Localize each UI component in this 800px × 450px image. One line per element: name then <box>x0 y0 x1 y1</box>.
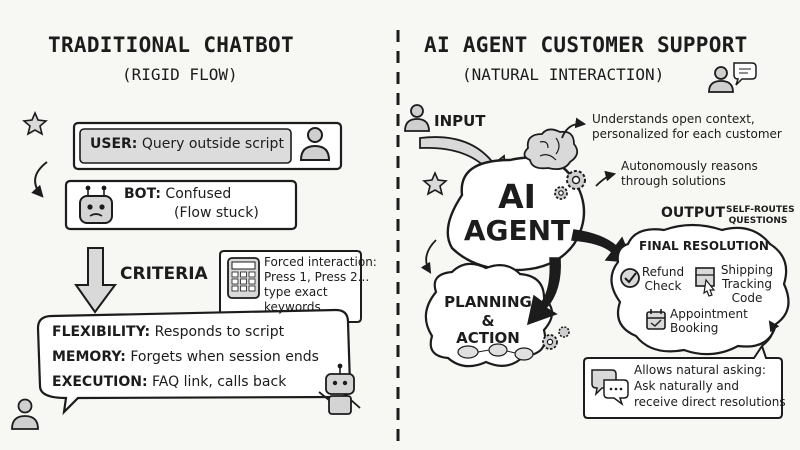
appointment-line-1: Appointment <box>670 307 748 321</box>
forced-line-2: Press 1, Press 2... <box>264 270 370 284</box>
planning-label: PLANNING <box>444 293 532 311</box>
shipping-line-3: Code <box>731 291 763 305</box>
forced-line-4: keywords <box>264 300 321 314</box>
output-label: OUTPUT <box>661 205 725 221</box>
memory-row: MEMORY: Forgets when session ends <box>52 349 319 366</box>
appointment-line-2: Booking <box>670 321 719 335</box>
self-routes-line-1: SELF-ROUTES <box>726 205 795 215</box>
star-icon <box>22 110 48 136</box>
user-icon <box>404 104 430 132</box>
gear-icon <box>566 170 586 190</box>
checkmark-icon <box>620 268 640 288</box>
keypad-icon <box>227 257 260 299</box>
self-routes-line-2: QUESTIONS <box>728 216 788 226</box>
flow-nodes <box>457 343 534 361</box>
user-query-box <box>72 121 343 171</box>
natural-line-2: Ask naturally and <box>634 379 739 393</box>
execution-label: EXECUTION: <box>52 374 148 390</box>
user-icon <box>299 127 331 161</box>
shipping-box-icon <box>695 267 716 297</box>
star-icon <box>422 170 448 196</box>
robot-icon <box>79 185 113 224</box>
execution-row: EXECUTION: FAQ link, calls back <box>52 374 287 391</box>
natural-line-1: Allows natural asking: <box>634 363 766 377</box>
shipping-line-2: Tracking <box>722 277 772 291</box>
chat-bubbles-icon <box>591 369 629 407</box>
reasons-line-2: through solutions <box>621 174 726 188</box>
criteria-bubble <box>36 308 352 416</box>
right-title: AI AGENT CUSTOMER SUPPORT <box>424 33 748 57</box>
bot-line-1: BOT: Confused <box>124 186 232 203</box>
flexibility-row: FLEXIBILITY: Responds to script <box>52 324 285 341</box>
gear-icon <box>558 326 570 338</box>
flexibility-label: FLEXIBILITY: <box>52 324 151 340</box>
robot-icon <box>318 363 361 415</box>
input-label: INPUT <box>434 112 486 130</box>
calendar-icon <box>646 309 666 330</box>
action-label: ACTION <box>456 329 520 347</box>
agent-label: AGENT <box>463 214 571 247</box>
planning-cloud <box>424 262 554 368</box>
understands-line-2: personalized for each customer <box>592 127 782 141</box>
natural-line-3: receive direct resolutions <box>634 395 786 409</box>
execution-text: FAQ link, calls back <box>152 374 287 390</box>
down-arrow <box>74 247 117 314</box>
brain-icon <box>523 128 579 171</box>
bot-label: BOT: <box>124 186 161 202</box>
ai-label: AI <box>498 177 536 216</box>
ai-agent-blob <box>446 156 586 272</box>
planning-arrow <box>526 257 561 326</box>
right-subtitle: (NATURAL INTERACTION) <box>462 65 665 84</box>
shipping-line-1: Shipping <box>720 263 774 277</box>
user-icon <box>11 398 39 430</box>
left-subtitle: (RIGID FLOW) <box>122 65 238 84</box>
curved-arrow <box>420 239 437 274</box>
flexibility-text: Responds to script <box>154 324 285 340</box>
user-query-text: USER: Query outside script <box>90 136 284 153</box>
ampersand-label: & <box>481 312 495 330</box>
forced-line-3: type exact <box>264 285 328 299</box>
forced-line-1: Forced interaction: <box>264 255 377 269</box>
user-query: Query outside script <box>141 136 284 152</box>
refund-line-2: Check <box>644 279 682 293</box>
memory-label: MEMORY: <box>52 349 126 365</box>
curved-arrow <box>31 161 48 198</box>
gear-icon <box>542 334 558 350</box>
criteria-heading: CRITERIA <box>120 264 208 284</box>
gear-icon <box>554 186 568 200</box>
refund-line-1: Refund <box>641 265 685 279</box>
annotation-arrow <box>561 117 587 139</box>
curved-arrow <box>761 320 780 347</box>
bot-response-box <box>64 179 298 231</box>
support-agent-icon <box>708 62 757 93</box>
bot-confused: Confused <box>165 186 232 202</box>
user-label: USER: <box>90 136 138 152</box>
final-resolution-label: FINAL RESOLUTION <box>639 239 769 253</box>
natural-asking-box <box>583 343 783 419</box>
reasons-line-1: Autonomously reasons <box>621 159 758 173</box>
understands-line-1: Understands open context, <box>592 112 755 126</box>
left-title: TRADITIONAL CHATBOT <box>48 33 294 57</box>
memory-text: Forgets when session ends <box>130 349 319 365</box>
annotation-arrow <box>595 170 617 187</box>
bot-line-2: (Flow stuck) <box>174 205 259 221</box>
